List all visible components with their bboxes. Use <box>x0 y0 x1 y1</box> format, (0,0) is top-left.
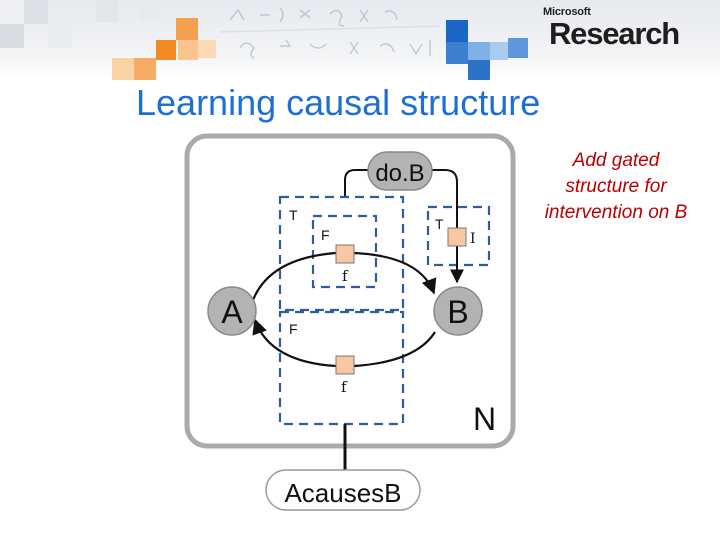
gate-right <box>426 205 491 267</box>
factor-right <box>447 227 467 247</box>
annotation-note-line: Add gated <box>572 150 660 171</box>
node-dob-label: do.B <box>375 160 424 187</box>
slide-title: Learning causal structure <box>136 82 541 123</box>
edge-dob-upper <box>344 169 368 196</box>
decor-square-orange <box>112 58 134 80</box>
annotation-note-line: structure for <box>565 176 667 197</box>
edge-factor-lower-a <box>252 318 337 368</box>
gate-label-true: T <box>435 216 444 232</box>
decor-square-blue <box>446 20 468 42</box>
node-acausesb <box>265 469 421 511</box>
decor-square-orange <box>156 40 176 60</box>
node-b <box>433 286 483 336</box>
factor-upper-label: f <box>342 267 349 285</box>
gate-upper-outer <box>278 195 405 312</box>
gate-label-false: F <box>289 321 298 337</box>
factor-lower <box>335 355 355 375</box>
edge-a-factor-upper <box>251 251 337 301</box>
decor-square-blue <box>468 60 490 80</box>
decor-square-blue <box>508 38 528 58</box>
node-a <box>207 286 257 336</box>
logo-big-text: Research <box>549 16 680 51</box>
decor-square-orange <box>176 18 198 40</box>
factor-lower-label: f <box>341 378 348 396</box>
decor-square <box>24 0 48 24</box>
decor-square <box>140 0 160 20</box>
decor-square-blue <box>468 42 490 64</box>
decor-square-orange <box>198 40 216 58</box>
decor-square-orange <box>134 58 156 80</box>
whiteboard-scribbles <box>220 7 441 59</box>
node-b-label: B <box>447 294 468 330</box>
decor-square <box>96 0 118 22</box>
microsoft-research-logo: Microsoft Research <box>543 6 713 56</box>
edge-factor-upper-b <box>353 251 437 295</box>
header-banner: Microsoft Research <box>0 0 720 80</box>
annotation-note: Add gated structure for intervention on … <box>512 148 720 226</box>
plate-n <box>184 133 516 449</box>
decor-square <box>0 24 24 48</box>
decor-square <box>0 0 24 24</box>
decor-square-orange <box>178 40 198 60</box>
gate-label-true: T <box>289 207 298 223</box>
decor-square-blue <box>446 42 468 64</box>
edge-dob-right <box>432 169 458 228</box>
node-dob <box>367 151 433 191</box>
factor-right-label: I <box>470 231 476 247</box>
gate-upper-inner <box>311 214 378 289</box>
logo-small-text: Microsoft <box>543 6 591 18</box>
node-acausesb-label: AcausesB <box>284 478 401 508</box>
gate-label-false: F <box>321 227 330 243</box>
plate-label: N <box>473 401 496 437</box>
decor-square-blue <box>490 42 508 60</box>
annotation-note-line: intervention on B <box>544 202 688 223</box>
node-a-label: A <box>221 294 243 330</box>
decor-square <box>48 24 72 48</box>
edge-b-factor-lower <box>353 331 436 368</box>
gate-lower <box>278 310 405 426</box>
factor-upper <box>335 244 355 264</box>
